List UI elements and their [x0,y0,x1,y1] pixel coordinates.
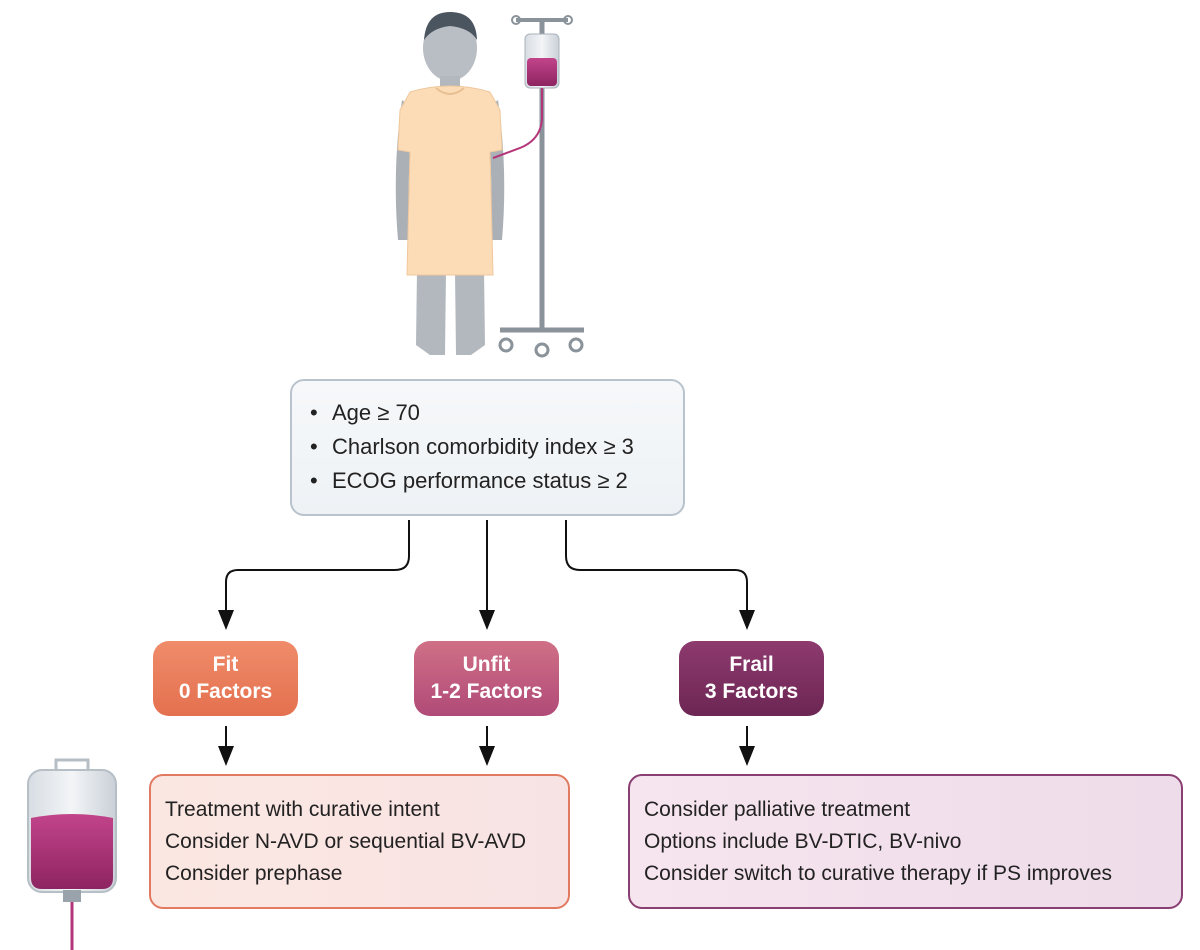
category-name: Frail [729,653,774,676]
criteria-item-ecog: • ECOG performance status ≥ 2 [310,464,683,498]
criteria-list: • Age ≥ 70 • Charlson comorbidity index ≥ … [292,381,683,498]
criteria-text: Age ≥ 70 [332,400,420,425]
recommendation-line: Treatment with curative intent [165,798,440,821]
recommendation-line: Consider switch to curative therapy if P… [644,862,1113,885]
category-factors: 3 Factors [704,680,799,703]
arrow-to-fit [218,520,410,630]
category-name: Fit [212,653,239,676]
category-unfit-box: Unfit 1-2 Factors [414,641,559,716]
criteria-text: ECOG performance status ≥ 2 [332,468,628,493]
category-factors: 1-2 Factors [430,680,543,703]
recommendation-line: Consider palliative treatment [644,798,911,821]
criteria-item-age: • Age ≥ 70 [310,396,683,430]
iv-bag-icon [27,758,117,950]
connector-arrows [218,520,755,766]
criteria-text: Charlson comorbidity index ≥ 3 [332,434,634,459]
category-fit-box: Fit 0 Factors [153,641,298,716]
recommendation-line: Options include BV-DTIC, BV-nivo [644,830,962,853]
palliative-treatment-box: Consider palliative treatment Options in… [628,774,1183,909]
risk-factor-criteria-box: • Age ≥ 70 • Charlson comorbidity index ≥ … [290,379,685,516]
recommendation-line: Consider prephase [165,862,343,885]
patient-in-gown-icon [395,12,505,355]
bullet-icon: • [310,434,318,459]
bullet-icon: • [310,468,318,493]
category-frail-box: Frail 3 Factors [679,641,824,716]
curative-treatment-box: Treatment with curative intent Consider … [149,774,570,909]
arrow-to-frail [565,520,755,630]
criteria-item-charlson: • Charlson comorbidity index ≥ 3 [310,430,683,464]
category-name: Unfit [462,653,511,676]
iv-drip-stand-icon [492,15,584,358]
recommendation-line: Consider N-AVD or sequential BV-AVD [165,830,527,853]
bullet-icon: • [310,400,318,425]
category-factors: 0 Factors [178,680,273,703]
